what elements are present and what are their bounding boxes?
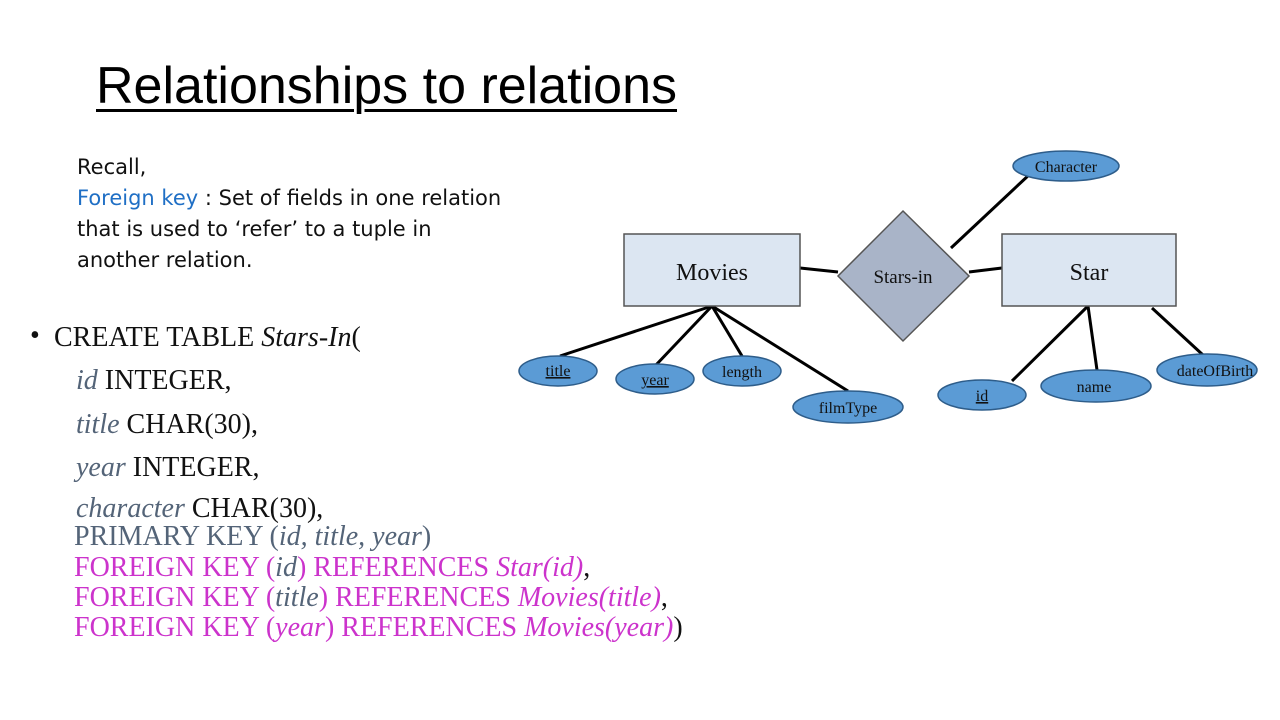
attribute-name-label: name — [1077, 379, 1112, 396]
attribute-title-ellipse — [518, 355, 598, 387]
line-end: ) — [673, 612, 683, 643]
attribute-filmtype-label: filmType — [819, 400, 877, 417]
column-type: INTEGER, — [125, 452, 260, 483]
movies-filmtype-line — [711, 304, 849, 393]
foreign-key-line-id: FOREIGN KEY (id) REFERENCES Star(id), — [74, 554, 590, 582]
primary-key-close: ) — [421, 521, 432, 552]
foreign-key-line-year: FOREIGN KEY (year) REFERENCES Movies(yea… — [74, 614, 683, 642]
foreign-key-column: year — [275, 612, 325, 643]
attribute-dateofbirth-ellipse — [1156, 353, 1258, 387]
recall-line-3: that is used to ‘refer’ to a tuple in — [77, 217, 432, 241]
references-keyword: ) REFERENCES — [324, 612, 525, 643]
movies-title-line — [559, 304, 713, 358]
column-name: character — [76, 493, 185, 524]
foreign-key-column: id — [275, 552, 297, 583]
primary-key-keyword: PRIMARY KEY ( — [74, 521, 279, 552]
movies-entity-box — [623, 233, 801, 307]
foreign-key-keyword: FOREIGN KEY ( — [74, 582, 276, 613]
movies-entity-label: Movies — [676, 260, 748, 286]
recall-line-2: Foreign key : Set of fields in one relat… — [77, 183, 501, 214]
movies-year-line — [653, 304, 714, 368]
line-end: , — [583, 552, 591, 583]
star-entity-box — [1001, 233, 1177, 307]
column-year-line: year INTEGER, — [76, 454, 260, 482]
star-id-line — [1010, 304, 1090, 383]
column-name: year — [76, 452, 126, 483]
table-name: Stars-In — [261, 322, 352, 353]
references-keyword: ) REFERENCES — [318, 582, 518, 613]
foreign-key-definition: : Set of fields in one relation — [198, 186, 502, 210]
open-paren: ( — [351, 322, 361, 353]
primary-key-columns: id, title, year — [278, 521, 422, 552]
create-table-keyword: CREATE TABLE — [54, 322, 262, 353]
foreign-key-line-title: FOREIGN KEY (title) REFERENCES Movies(ti… — [74, 584, 668, 612]
stars-in-relationship-label: Stars-in — [873, 267, 933, 288]
attribute-name-ellipse — [1040, 369, 1152, 403]
column-title-line: title CHAR(30), — [76, 411, 258, 439]
star-entity-label: Star — [1070, 260, 1109, 286]
referenced-table: Star(id) — [496, 552, 584, 583]
recall-line-1: Recall, — [77, 155, 147, 179]
attribute-id-ellipse — [937, 379, 1027, 411]
attribute-dateofbirth-label: dateOfBirth — [1177, 363, 1253, 380]
attribute-filmtype-ellipse — [792, 390, 904, 424]
attribute-id-label: id — [976, 388, 988, 405]
movies-length-line — [710, 305, 744, 357]
primary-key-line: PRIMARY KEY (id, title, year) — [74, 523, 431, 551]
attribute-character-ellipse — [1012, 150, 1120, 182]
star-dateofbirth-line — [1150, 306, 1205, 357]
column-type: CHAR(30), — [119, 409, 258, 440]
attribute-length-label: length — [722, 364, 762, 381]
recall-note: Recall, Foreign key : Set of fields in o… — [77, 152, 501, 276]
attribute-length-ellipse — [702, 355, 782, 387]
referenced-table: Movies(year) — [524, 612, 674, 643]
sql-bullet: • — [30, 320, 40, 351]
attribute-title-label: title — [546, 363, 571, 380]
column-name: id — [76, 365, 98, 396]
column-id-line: id INTEGER, — [76, 367, 232, 395]
column-type: INTEGER, — [97, 365, 232, 396]
attribute-year-label: year — [641, 372, 669, 389]
foreign-key-term: Foreign key — [77, 186, 199, 210]
relationship-character-line — [949, 172, 1032, 250]
recall-line-4: another relation. — [77, 248, 253, 272]
column-character-line: character CHAR(30), — [76, 495, 323, 523]
foreign-key-column: title — [275, 582, 319, 613]
slide-title: Relationships to relations — [96, 57, 677, 115]
foreign-key-keyword: FOREIGN KEY ( — [74, 612, 276, 643]
foreign-key-keyword: FOREIGN KEY ( — [74, 552, 276, 583]
connector-lines — [559, 172, 1205, 393]
movies-relationship-line — [799, 266, 839, 274]
references-keyword: ) REFERENCES — [296, 552, 497, 583]
column-type: CHAR(30), — [184, 493, 324, 524]
attribute-year-ellipse — [615, 363, 695, 395]
referenced-table: Movies(title) — [517, 582, 661, 613]
column-name: title — [76, 409, 120, 440]
create-table-line: CREATE TABLE Stars-In( — [54, 324, 361, 352]
relationship-star-line — [968, 266, 1003, 274]
star-name-line — [1086, 305, 1099, 371]
attribute-character-label: Character — [1035, 159, 1098, 176]
line-end: , — [660, 582, 668, 613]
stars-in-relationship-diamond — [836, 209, 971, 343]
